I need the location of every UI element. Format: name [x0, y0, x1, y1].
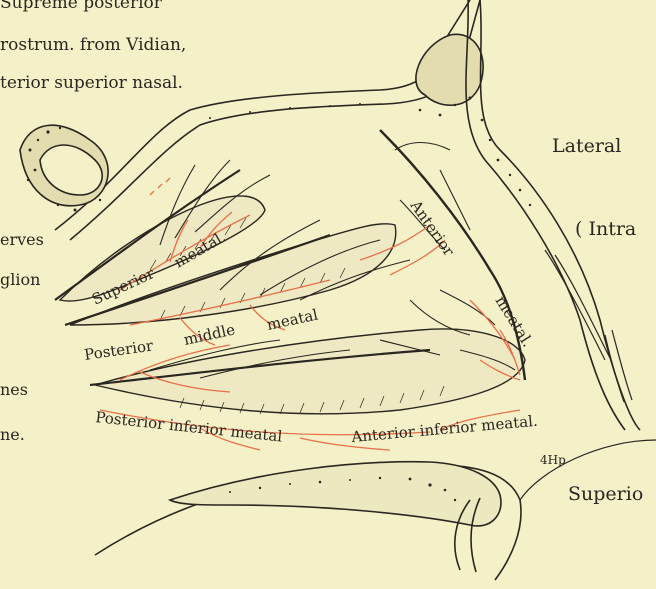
caption-line-2: rostrum. from Vidian, — [0, 35, 186, 55]
anterior-inferior-label: Anterior inferior meatal. — [350, 412, 539, 446]
right-edge-text: Lateral ( Intra Superio 4Hp — [540, 135, 643, 505]
left-text-3: nes — [0, 380, 28, 399]
left-edge-text: erves glion nes ne. — [0, 230, 44, 444]
superior-label: Superio — [568, 483, 643, 505]
caption-line-3: terior superior nasal. — [0, 73, 183, 93]
posterior-middle-label-1: Posterior — [83, 336, 155, 364]
left-text-2: glion — [0, 270, 40, 289]
posterior-middle-label-3: meatal — [265, 305, 320, 333]
artist-initials: 4Hp — [540, 453, 566, 467]
left-text-4: ne. — [0, 425, 25, 444]
hard-palate — [95, 440, 656, 580]
intra-label: ( Intra — [575, 218, 636, 240]
posterior-inferior-label: Posterior inferior meatal — [95, 408, 284, 446]
left-text-1: erves — [0, 230, 44, 249]
top-caption: Supreme posterior rostrum. from Vidian, … — [0, 0, 186, 93]
caption-line-1: Supreme posterior — [0, 0, 163, 13]
lateral-label: Lateral — [552, 135, 621, 157]
